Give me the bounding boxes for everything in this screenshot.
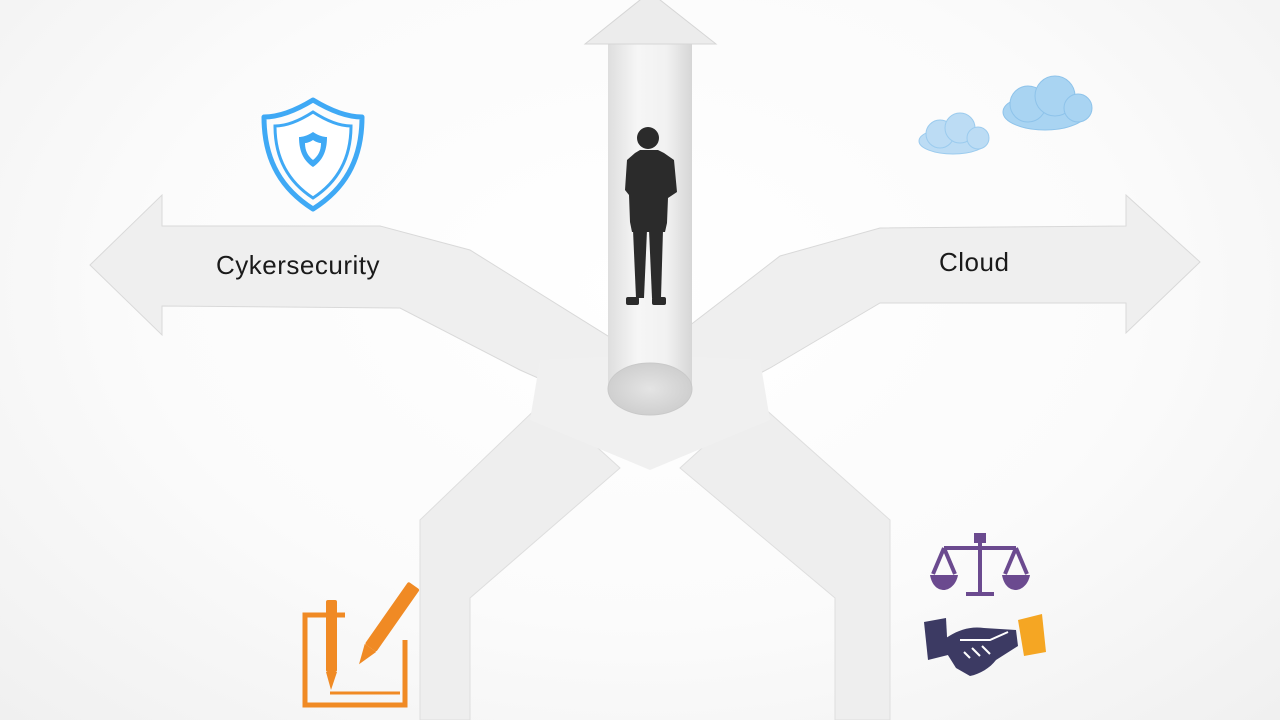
cloud-label: Cloud xyxy=(939,247,1010,277)
lower-left-branch-arrow xyxy=(419,399,621,720)
person-silhouette xyxy=(625,127,677,305)
up-branch-base xyxy=(607,362,693,416)
scales-and-handshake-icon xyxy=(924,533,1046,676)
up-branch-arrowhead xyxy=(583,0,718,45)
pen-and-paper-icon xyxy=(302,582,420,708)
cybersecurity-label: Cykersecurity xyxy=(216,250,380,280)
shield-icon xyxy=(261,97,365,212)
cloud-icon xyxy=(918,75,1093,155)
lower-right-branch-arrow xyxy=(679,399,891,720)
